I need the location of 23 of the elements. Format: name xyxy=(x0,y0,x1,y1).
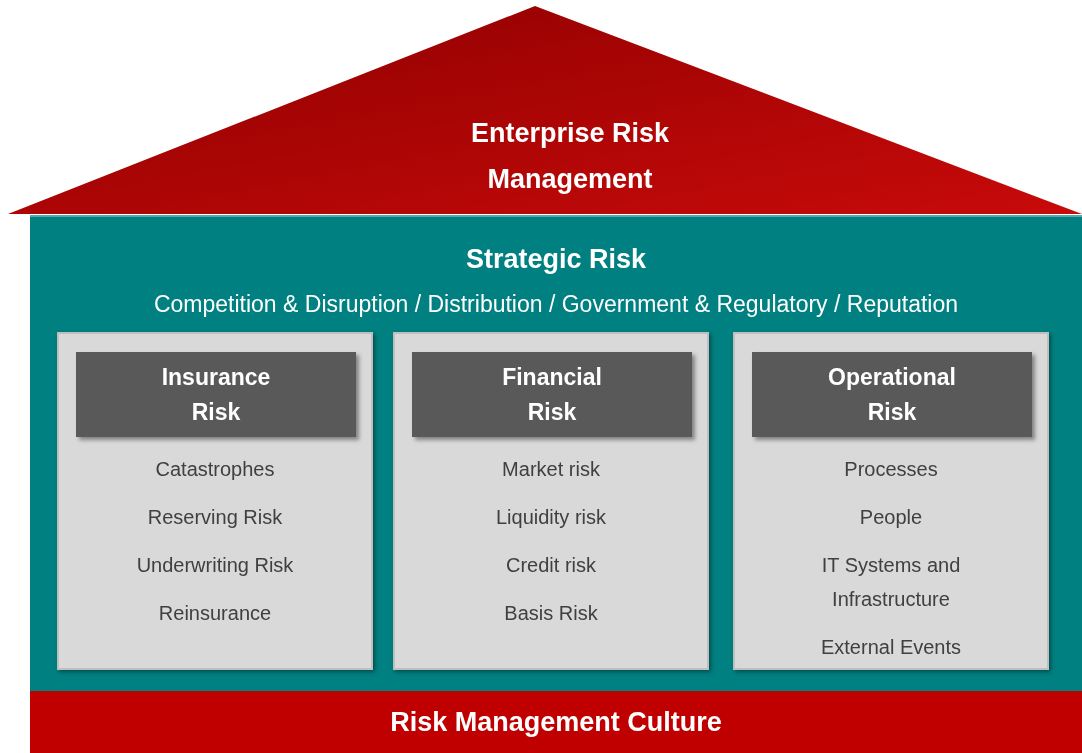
risk-item: Liquidity risk xyxy=(495,505,606,530)
risk-item: Reserving Risk xyxy=(147,505,283,530)
category-header: Operational Risk xyxy=(752,352,1032,437)
band-title: Strategic Risk xyxy=(464,243,648,276)
risk-item: Market risk xyxy=(502,457,600,482)
risk-item: External Events xyxy=(820,635,962,660)
risk-panel xyxy=(57,332,373,670)
risk-item: Underwriting Risk xyxy=(136,553,294,578)
risk-item: Reinsurance xyxy=(158,601,272,626)
category-header: Insurance Risk xyxy=(76,352,356,437)
risk-panel xyxy=(393,332,709,670)
strategic-risk-list: Competition & Disruption / Distribution / Government & Regulatory / Reputation xyxy=(30,287,1082,322)
roof-title: Enterprise Risk Management xyxy=(469,117,671,196)
risk-panel xyxy=(733,332,1049,670)
risk-item: Catastrophes xyxy=(155,457,275,482)
strategic-band xyxy=(30,215,1082,691)
culture-band: Risk Management Culture xyxy=(30,691,1082,753)
risk-item: Processes xyxy=(844,457,938,482)
risk-item: IT Systems and Infrastructure xyxy=(820,553,962,612)
risk-item: Credit risk xyxy=(506,553,596,578)
risk-item: People xyxy=(859,505,923,530)
risk-item: Basis Risk xyxy=(504,601,598,626)
category-header: Financial Risk xyxy=(412,352,692,437)
